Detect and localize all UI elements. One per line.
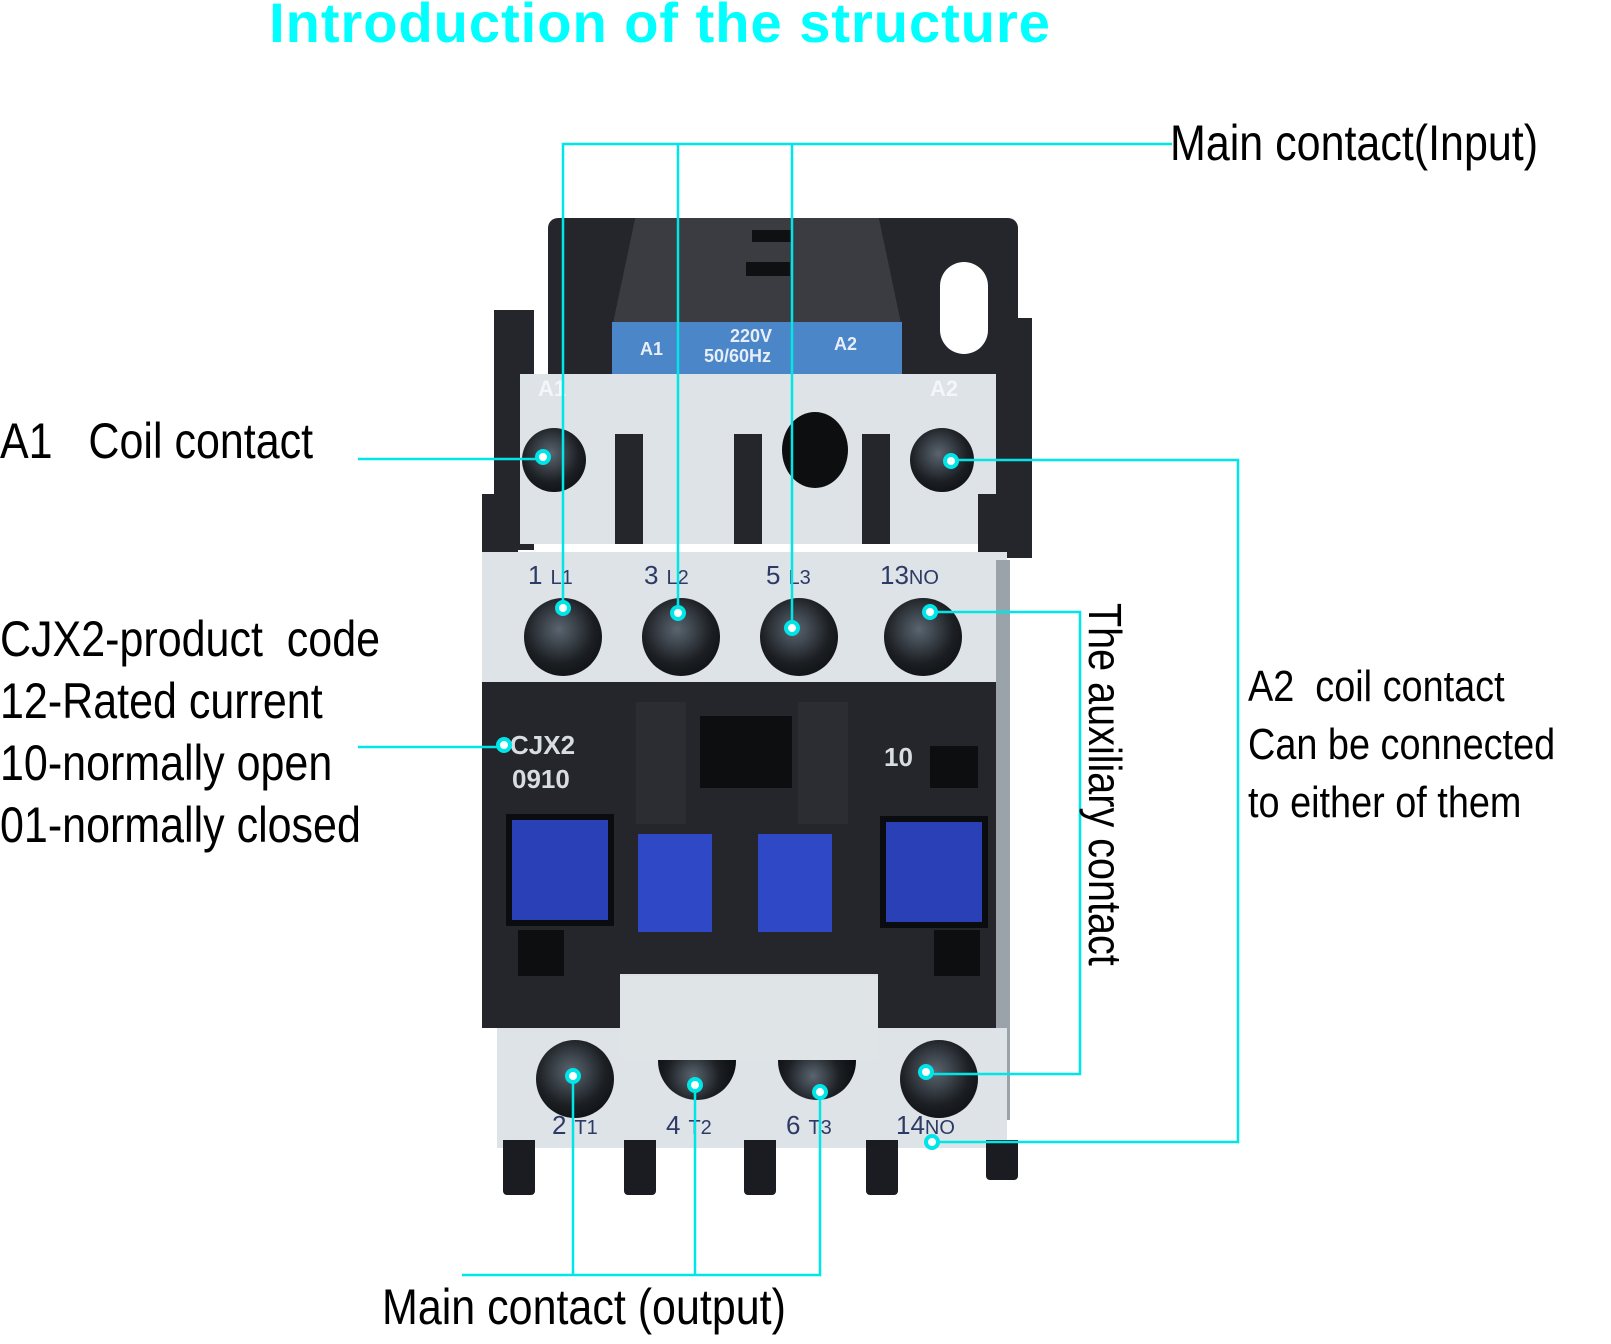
- indicator-right: [880, 816, 988, 928]
- mounting-leg: [503, 1140, 535, 1195]
- terminal-5-screw: [760, 598, 838, 676]
- anchor-13no: [922, 604, 938, 620]
- label-auxiliary-contact: The auxiliary contact: [1079, 603, 1131, 966]
- actuator-right: [798, 702, 848, 824]
- mounting-leg: [866, 1140, 898, 1195]
- anchor-a1: [535, 449, 551, 465]
- label-a2-coil-contact: A2 coil contact Can be connected to eith…: [1248, 658, 1555, 832]
- embossed-a1: A1: [538, 376, 567, 401]
- plate-voltage: 220V: [730, 326, 773, 346]
- leader-main-input: [561, 142, 1172, 628]
- plate-a1: A1: [640, 339, 664, 359]
- legend-line: CJX2-product code: [0, 611, 381, 667]
- anchor-a2: [943, 453, 959, 469]
- plate-frequency: 50/60Hz: [704, 346, 772, 366]
- anchor-t2: [687, 1077, 703, 1093]
- divider: [482, 494, 518, 554]
- vent-slot: [746, 262, 790, 276]
- mounting-slot: [940, 262, 988, 354]
- plate-a2: A2: [834, 334, 858, 354]
- slider-cover-lower: [620, 976, 878, 1060]
- mounting-leg: [624, 1140, 656, 1195]
- divider: [615, 434, 643, 544]
- a2-line: to either of them: [1248, 778, 1522, 827]
- legend-line: 12-Rated current: [0, 673, 323, 729]
- divider: [734, 434, 762, 544]
- anchor-t3: [812, 1084, 828, 1100]
- anchor-l2: [670, 605, 686, 621]
- model-code-line-2: 0910: [512, 764, 570, 794]
- aux-marking: 10: [884, 742, 913, 772]
- label-main-contact-output: Main contact (output): [382, 1279, 786, 1335]
- anchor-t1: [565, 1068, 581, 1084]
- square-recess: [934, 930, 980, 976]
- body-shade: [996, 560, 1010, 1120]
- anchor-l1: [555, 600, 571, 616]
- actuator-block-left: [638, 834, 712, 932]
- mounting-leg: [986, 1140, 1018, 1180]
- anchor-14no-lower: [924, 1134, 940, 1150]
- vent-slot: [752, 230, 792, 242]
- a2-line: Can be connected: [1248, 720, 1556, 769]
- center-window: [700, 716, 792, 788]
- leader-a2-coil: [936, 458, 1240, 1144]
- anchor-14no: [918, 1064, 934, 1080]
- terminal-14-label: 14NO: [896, 1110, 955, 1140]
- leader-main-output: [462, 1077, 822, 1277]
- leader-auxiliary: [928, 610, 1082, 1076]
- label-product-code-legend: CJX2-product code 12-Rated current 10-no…: [0, 608, 380, 856]
- terminal-14-screw: [900, 1040, 978, 1118]
- actuator-left: [636, 702, 686, 824]
- divider: [978, 494, 1014, 554]
- diagram-title: Introduction of the structure: [269, 0, 1051, 54]
- a2-line: A2 coil contact: [1248, 662, 1505, 711]
- legend-line: 01-normally closed: [0, 797, 361, 853]
- label-a1-coil-contact: A1 Coil contact: [0, 413, 314, 469]
- coil-rating-plate: A1 220V 50/60Hz A2: [612, 322, 902, 374]
- model-code-line-1: CJX2: [510, 730, 576, 760]
- aux-window: [930, 746, 978, 788]
- anchor-l3: [784, 620, 800, 636]
- actuator-block-right: [758, 834, 832, 932]
- square-recess: [518, 930, 564, 976]
- divider: [862, 434, 890, 544]
- legend-line: 10-normally open: [0, 735, 333, 791]
- indicator-left: [506, 814, 614, 926]
- label-main-contact-input: Main contact(Input): [1170, 115, 1539, 171]
- embossed-a2: A2: [930, 376, 959, 401]
- terminal-13-label: 13NO: [880, 560, 939, 590]
- anchor-model: [496, 737, 512, 753]
- mounting-leg: [744, 1140, 776, 1195]
